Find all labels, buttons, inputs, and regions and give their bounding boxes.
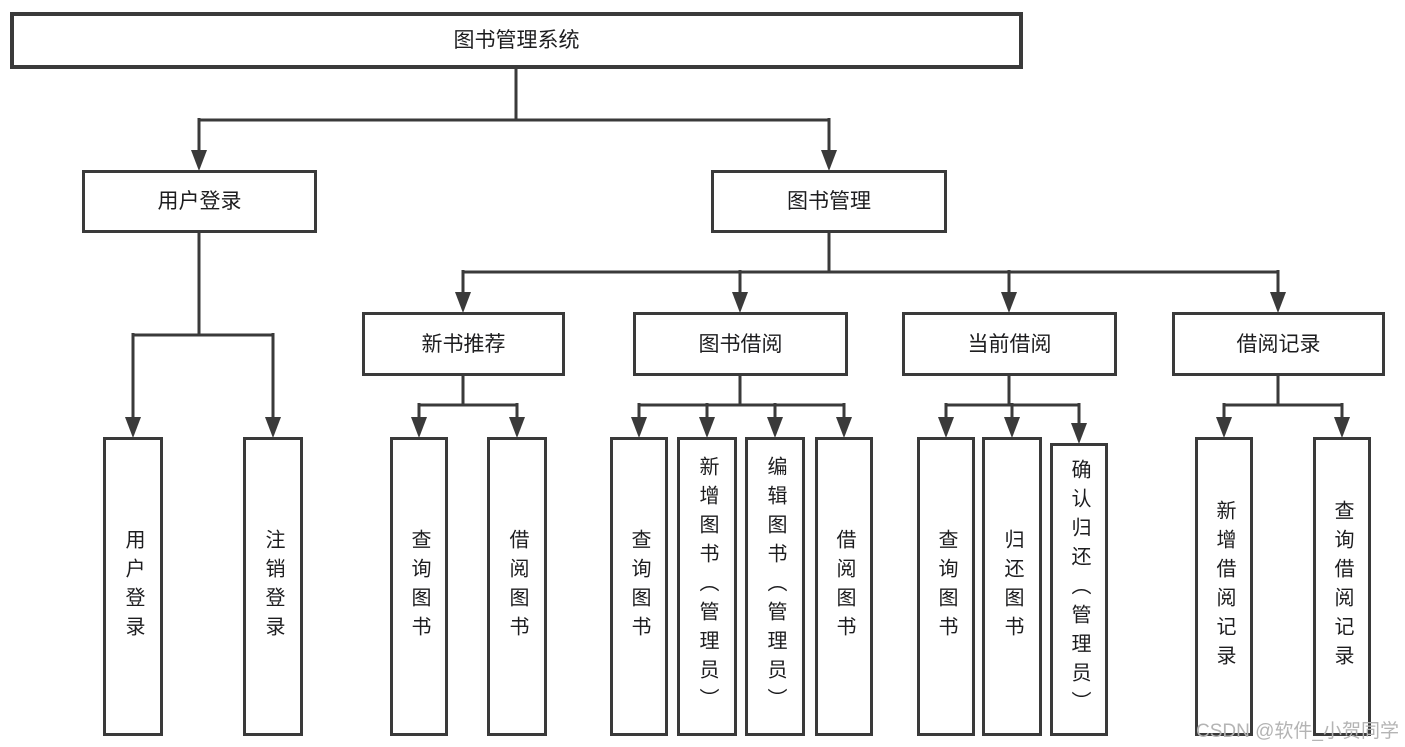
node-label: 图书管理系统 — [453, 29, 580, 52]
node-label: 归还图书 — [1001, 528, 1023, 645]
node-book-management: 图书管理 — [711, 170, 947, 233]
node-borrowing-records: 借阅记录 — [1172, 312, 1385, 376]
node-label: 编辑图书（管理员） — [764, 456, 786, 717]
node-label: 用户登录 — [157, 190, 242, 213]
node-label: 查询借阅记录 — [1331, 499, 1353, 674]
leaf-borrow-book: 借阅图书 — [815, 437, 873, 736]
node-label: 注销登录 — [262, 528, 284, 645]
node-label: 查询图书 — [935, 528, 957, 645]
node-label: 图书借阅 — [698, 332, 783, 356]
node-label: 查询图书 — [408, 528, 430, 645]
node-label: 新书推荐 — [421, 332, 506, 356]
node-label: 新增图书（管理员） — [696, 456, 718, 717]
leaf-confirm-return-admin: 确认归还（管理员） — [1050, 443, 1108, 736]
leaf-query-book-borrowing: 查询图书 — [610, 437, 668, 736]
node-new-book-recommendation: 新书推荐 — [362, 312, 565, 376]
node-user-login: 用户登录 — [82, 170, 317, 233]
node-label: 借阅图书 — [506, 528, 528, 645]
leaf-user-login: 用户登录 — [103, 437, 163, 736]
leaf-add-book-admin: 新增图书（管理员） — [677, 437, 737, 736]
node-book-borrowing: 图书借阅 — [633, 312, 848, 376]
watermark: CSDN @软件_小贺同学 — [1196, 721, 1399, 742]
leaf-return-book: 归还图书 — [982, 437, 1042, 736]
node-label: 当前借阅 — [967, 332, 1052, 356]
leaf-query-book-current: 查询图书 — [917, 437, 975, 736]
leaf-query-book-recommendation: 查询图书 — [390, 437, 448, 736]
node-label: 新增借阅记录 — [1213, 499, 1235, 674]
node-label: 用户登录 — [122, 528, 144, 645]
leaf-add-borrow-record: 新增借阅记录 — [1195, 437, 1253, 736]
node-label: 借阅记录 — [1236, 332, 1321, 356]
connector-lines — [131, 66, 1344, 430]
arrowheads — [125, 150, 1350, 444]
leaf-borrow-book-recommendation: 借阅图书 — [487, 437, 547, 736]
leaf-logout: 注销登录 — [243, 437, 303, 736]
leaf-edit-book-admin: 编辑图书（管理员） — [745, 437, 805, 736]
node-library-management-system: 图书管理系统 — [10, 12, 1023, 69]
node-label: 确认归还（管理员） — [1068, 459, 1090, 720]
leaf-query-borrow-record: 查询借阅记录 — [1313, 437, 1371, 736]
node-label: 图书管理 — [787, 190, 871, 213]
node-current-borrowing: 当前借阅 — [902, 312, 1117, 376]
node-label: 查询图书 — [628, 528, 650, 645]
node-label: 借阅图书 — [833, 528, 855, 645]
